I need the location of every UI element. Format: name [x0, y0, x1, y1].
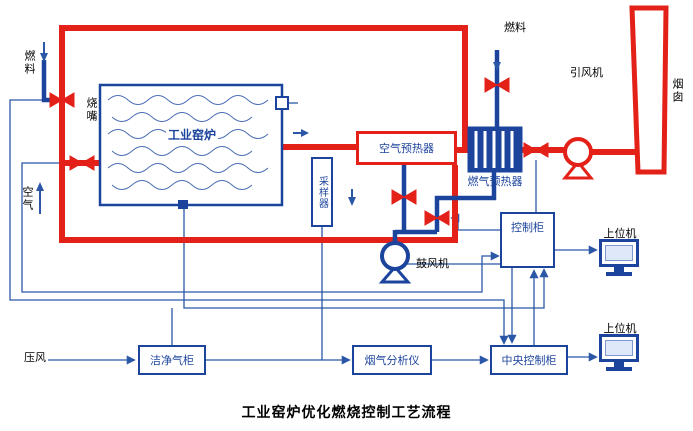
control-cabinet-box: 控制柜 [500, 212, 555, 268]
signal-valve2-to-control-cabinet [21, 162, 500, 293]
monitor-neck [614, 267, 624, 272]
industrial-kiln [98, 83, 289, 209]
valve-air-branch [391, 189, 417, 205]
compressed-air-label: 压风 [24, 352, 46, 364]
valve-burner [69, 155, 95, 171]
fuel-preheater [467, 126, 523, 173]
clean-gas-cabinet-box: 洁净气柜 [138, 345, 206, 375]
air-label: 空气 [21, 186, 33, 212]
air-up-arrow-icon [36, 182, 44, 214]
valve-fuel-right [484, 77, 510, 93]
diagram-title: 工业窑炉优化燃烧控制工艺流程 [241, 404, 452, 420]
clean-gas-cabinet-label: 洁净气柜 [150, 355, 194, 367]
host-computer-top [599, 239, 639, 276]
monitor-base [606, 367, 632, 371]
fuel-preheater-stripes [474, 131, 514, 168]
fuel-left-arrow-icon [40, 42, 48, 62]
fuel-right-arrow-icon [493, 62, 501, 71]
valve-flue-main [523, 142, 549, 158]
central-control-cabinet-box: 中央控制柜 [490, 345, 568, 375]
monitor-frame [599, 239, 639, 267]
monitor-neck [614, 362, 624, 367]
sampler-flow-arrow-icon [348, 189, 356, 206]
monitor-screen [605, 340, 633, 356]
pipe-bottom-air [59, 165, 458, 243]
kiln-label: 工业窑炉 [166, 126, 219, 143]
host-computer-bottom-label: 上位机 [603, 323, 637, 335]
blower-label: 鼓风机 [416, 258, 449, 270]
monitor-screen [605, 245, 633, 261]
induced-draft-fan [561, 137, 595, 180]
blower-fan [378, 241, 412, 284]
chimney-stack [629, 5, 669, 175]
induced-fan-wheel [563, 137, 593, 167]
control-cabinet-label: 控制柜 [511, 222, 544, 234]
air-preheater-label: 空气预热器 [379, 143, 434, 155]
monitor-base [606, 272, 632, 276]
kiln-body [98, 83, 284, 207]
central-control-cabinet-label: 中央控制柜 [501, 355, 557, 367]
chimney-label: 烟囱 [671, 78, 683, 104]
host-computer-top-label: 上位机 [603, 228, 637, 240]
flow-arrows [36, 42, 501, 214]
signal-valve1-to-central-cabinet [9, 99, 509, 345]
kiln-bottom-sensor [178, 200, 188, 209]
valve-gas-branch [424, 210, 450, 226]
flue-gas-analyzer-label: 烟气分析仪 [364, 355, 420, 367]
kiln-right-sensor [275, 96, 289, 110]
sampler-label: 采样器 [316, 175, 328, 209]
signal-kiln-sensor-to-control-cabinet [183, 209, 549, 309]
blower-stand [378, 264, 412, 284]
fuel-preheater-label: 燃气预热器 [467, 176, 523, 188]
flue-gas-analyzer-box: 烟气分析仪 [352, 345, 432, 375]
fuel-right-label: 燃料 [504, 22, 526, 34]
induced-fan-label: 引风机 [570, 67, 603, 79]
flue-flow-arrow-icon [293, 129, 309, 137]
air-preheater-box: 空气预热器 [356, 131, 457, 165]
valves [49, 77, 549, 226]
induced-fan-stand [561, 159, 595, 180]
blower-wheel [380, 241, 410, 271]
host-computer-bottom [599, 334, 639, 371]
signal-control-to-valve6 [450, 213, 500, 231]
valve-fuel-left [49, 92, 75, 108]
burner-label: 烧嘴 [85, 97, 97, 123]
sampler-box: 采样器 [311, 157, 333, 227]
pipe-fuelpreheater-out [434, 172, 497, 232]
fuel-left-label: 燃料 [23, 50, 35, 76]
monitor-frame [599, 334, 639, 362]
